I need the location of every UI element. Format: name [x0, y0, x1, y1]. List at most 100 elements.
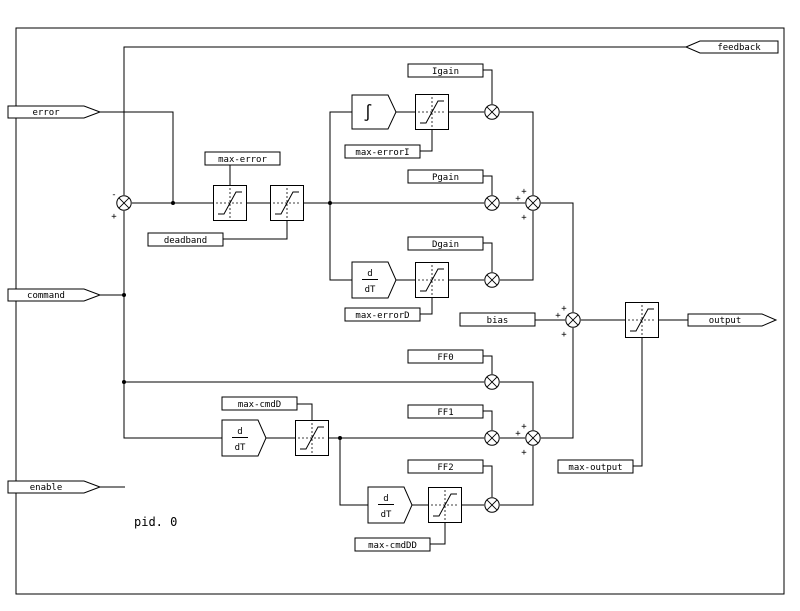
- ff1-box: [407, 404, 484, 419]
- param-box-max-error-d: max-errorD: [344, 307, 421, 322]
- ff-sum-circle: [525, 430, 541, 446]
- wire-max-output-conn: [633, 338, 643, 467]
- output-label: output: [709, 316, 742, 326]
- multiplier-ff1: [484, 430, 500, 446]
- wires: [100, 46, 688, 545]
- derivative2-denominator: dT: [235, 443, 246, 453]
- max-error-i-limiter-block: [415, 94, 449, 130]
- wire-max-cmd-dd-conn: [430, 523, 446, 545]
- wire-multD-out: [500, 211, 534, 281]
- integrator-shape: [351, 94, 397, 130]
- max-error-d-box: [344, 307, 421, 322]
- pgain-label: Pgain: [432, 173, 459, 183]
- ff-sum-plus-top: +: [521, 422, 527, 432]
- enable-tag-shape: [7, 480, 102, 494]
- max-output-box: [557, 459, 634, 474]
- port-output: output: [687, 313, 778, 327]
- wire-ff2-conn: [483, 465, 493, 497]
- max-error-i-box: [344, 144, 421, 159]
- wire-branch-to-derivative: [329, 203, 352, 281]
- max-cmd-dd-box: [354, 537, 431, 552]
- sum1-circle: [116, 195, 132, 211]
- wire-dgain-conn: [483, 242, 493, 272]
- port-command: command: [7, 288, 102, 302]
- diagram-border: [15, 27, 785, 595]
- ff2-label: FF2: [437, 463, 453, 473]
- max-output-limiter-block: [625, 302, 659, 338]
- pgain-box: [407, 169, 484, 184]
- sum-junction-ff: + + +: [515, 422, 541, 458]
- max-error-box: [204, 151, 281, 166]
- ff0-box: [407, 349, 484, 364]
- wire-igain-conn: [483, 69, 493, 104]
- pid-sum-plus-bottom: +: [521, 213, 527, 223]
- junction-dot: [338, 436, 342, 440]
- wire-ff2-branch: [339, 438, 368, 506]
- wire-multI-out: [500, 111, 534, 195]
- max-cmd-dd-label: max-cmdDD: [368, 541, 417, 551]
- wire-pgain-conn: [483, 175, 493, 195]
- error-tag-shape: [7, 105, 102, 119]
- multiplier-dgain: [484, 272, 500, 288]
- deadband-box: [147, 232, 224, 247]
- command-tag-shape: [7, 288, 102, 302]
- param-box-max-error: max-error: [204, 151, 281, 166]
- max-output-label: max-output: [568, 463, 622, 473]
- param-box-deadband: deadband: [147, 232, 224, 247]
- max-error-limiter-block: [213, 185, 247, 221]
- junction-dots: [122, 201, 342, 440]
- max-cmd-d-box: [221, 396, 298, 411]
- derivative1-numerator: d: [367, 269, 372, 279]
- bias-box: [459, 312, 536, 327]
- derivative-block-cmd2: d dT: [367, 486, 413, 524]
- wire-max-cmd-d-conn: [297, 403, 313, 420]
- derivative-block-error: d dT: [351, 261, 397, 299]
- multiplier-ff0: [484, 374, 500, 390]
- main-sum-plus-bottom: +: [561, 330, 567, 340]
- max-cmd-dd-limiter-block: [428, 487, 462, 523]
- max-cmd-d-limiter-block: [295, 420, 329, 456]
- pid-sum-plus-left: +: [515, 194, 521, 204]
- ff-sum-plus-left: +: [515, 429, 521, 439]
- enable-label: enable: [30, 483, 63, 493]
- wire-max-error-i-conn: [420, 129, 433, 152]
- ff-sum-plus-bottom: +: [521, 448, 527, 458]
- derivative1-denominator: dT: [365, 285, 376, 295]
- derivative-block-cmd: d dT: [221, 419, 267, 457]
- wire-ff0-conn: [483, 355, 493, 374]
- integrator-symbol: ∫: [363, 103, 373, 122]
- pid-sum-circle: [525, 195, 541, 211]
- junction-dot: [328, 201, 332, 205]
- integrator-block: ∫: [351, 94, 397, 130]
- main-sum-plus-left: +: [555, 311, 561, 321]
- wire-error-input: [100, 111, 174, 203]
- param-box-max-cmd-d: max-cmdD: [221, 396, 298, 411]
- feedback-tag-shape: [684, 40, 779, 54]
- ff1-label: FF1: [437, 408, 453, 418]
- max-error-d-limiter-block: [415, 262, 449, 298]
- multiplier-ff2: [484, 497, 500, 513]
- port-enable: enable: [7, 480, 102, 494]
- igain-box: [407, 63, 484, 78]
- derivative2-numerator: d: [237, 427, 242, 437]
- wire-deadband-label-conn: [223, 221, 288, 240]
- main-sum-plus-top: +: [561, 304, 567, 314]
- max-error-i-label: max-errorI: [355, 148, 409, 158]
- junction-dot: [122, 380, 126, 384]
- output-tag-shape: [687, 313, 778, 327]
- param-box-igain: Igain: [407, 63, 484, 78]
- sum-junction-error: - +: [111, 190, 132, 222]
- param-box-max-cmd-dd: max-cmdDD: [354, 537, 431, 552]
- wire-ffsum-out: [541, 328, 574, 439]
- ff0-label: FF0: [437, 353, 453, 363]
- port-feedback: feedback: [684, 40, 779, 54]
- param-box-dgain: Dgain: [407, 236, 484, 251]
- param-box-bias: bias: [459, 312, 536, 327]
- param-box-max-output: max-output: [557, 459, 634, 474]
- port-error: error: [7, 105, 102, 119]
- sum1-plus-sign: +: [111, 212, 117, 222]
- feedback-label: feedback: [717, 43, 761, 53]
- wire-pidsum-out: [541, 202, 574, 312]
